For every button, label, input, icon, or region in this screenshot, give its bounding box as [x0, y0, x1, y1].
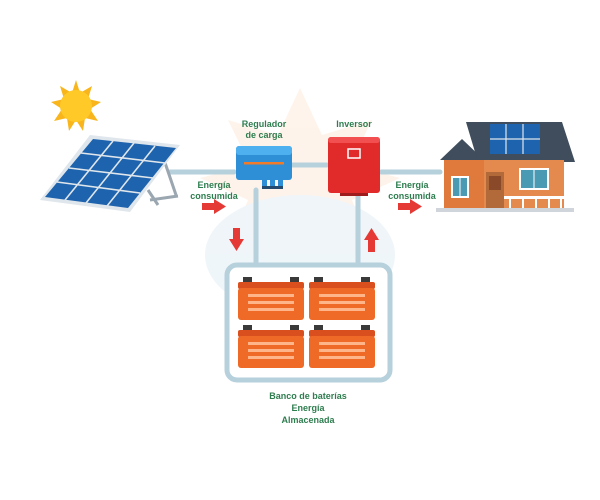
battery-bank-line2: Energía [291, 403, 325, 413]
solar-panel-icon [40, 135, 180, 212]
regulator-label-line1: Regulador [241, 119, 287, 129]
inverter-label-text: Inversor [336, 119, 372, 129]
charge-regulator-icon [236, 146, 292, 189]
energy-consumed-right-label: Energía consumida [386, 180, 438, 202]
regulator-label-line2: de carga [245, 130, 283, 140]
connection-wires [167, 162, 443, 273]
house-icon [436, 122, 575, 212]
battery-bank-line1: Banco de baterías [269, 391, 347, 401]
battery-top-left [238, 277, 304, 320]
sun-icon [51, 80, 101, 131]
inverter-icon [328, 137, 380, 196]
energy-consumed-left-label: Energía consumida [188, 180, 240, 202]
arrow-right-right-icon [398, 199, 422, 214]
energy-right-line2: consumida [388, 191, 436, 201]
battery-bank-line3: Almacenada [281, 415, 335, 425]
battery-bank-label: Banco de baterías Energía Almacenada [250, 390, 366, 426]
arrow-down-icon [229, 228, 244, 251]
regulator-label: Regulador de carga [236, 119, 292, 141]
arrow-up-icon [364, 228, 379, 252]
battery-bottom-left [238, 325, 304, 368]
battery-bank-icon [224, 262, 393, 383]
battery-bottom-right [309, 325, 375, 368]
inverter-label: Inversor [324, 119, 384, 130]
arrow-right-left-icon [202, 199, 226, 214]
energy-right-line1: Energía [395, 180, 429, 190]
energy-left-line2: consumida [190, 191, 238, 201]
energy-left-line1: Energía [197, 180, 231, 190]
battery-top-right [309, 277, 375, 320]
